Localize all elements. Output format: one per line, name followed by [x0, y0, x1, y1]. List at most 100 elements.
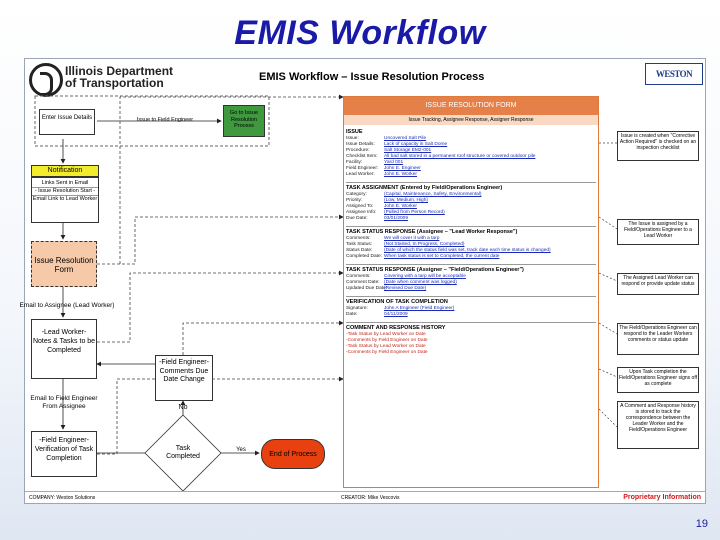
form-row: Task Status:(Not Started, In Progress, C…: [346, 242, 596, 248]
decision-label: Task Completed: [166, 445, 200, 460]
form-row-label: Assigned To:: [346, 204, 374, 209]
goto-issue-node[interactable]: Go to Issue Resolution Process: [223, 105, 265, 137]
form-row-value[interactable]: (Revised Due Date): [384, 286, 427, 291]
form-header: ISSUE RESOLUTION FORM: [344, 97, 598, 115]
form-row-label: Assignee Info:: [346, 210, 377, 215]
form-row-value[interactable]: John E. Engineer: [384, 166, 421, 171]
form-row: Date: 04/11/2009: [346, 312, 596, 318]
form-section: COMMENT AND RESPONSE HISTORY-Task Status…: [346, 322, 596, 356]
form-section: TASK ASSIGNMENT (Entered by Field/Operat…: [346, 182, 596, 222]
notification-line: Links Sent in Email: [41, 180, 89, 186]
notification-body: Links Sent in Email - Issue Resolution S…: [31, 177, 99, 223]
form-row-label: Comments:: [346, 274, 371, 279]
form-row: Checklist Item: All bad salt stored in a …: [346, 154, 596, 160]
form-row-value[interactable]: (Date when comment was logged): [384, 280, 457, 285]
form-row-value[interactable]: 04/11/2009: [384, 312, 408, 317]
form-row-label: Lead Worker:: [346, 172, 375, 177]
form-row: Issue: Uncovered Salt Pile: [346, 136, 596, 142]
form-section-title: TASK STATUS RESPONSE (Assigner – "Field/…: [346, 267, 524, 273]
form-row: -Task Status by Lead Worker on Date: [346, 332, 596, 338]
form-section-title: COMMENT AND RESPONSE HISTORY: [346, 325, 446, 331]
form-row-value[interactable]: -Task Status by Lead Worker on Date: [346, 344, 426, 349]
form-section: TASK STATUS RESPONSE (Assigner – "Field/…: [346, 264, 596, 292]
connector-lines: [34, 94, 618, 492]
note-issue-created: Issue is created when "Corrective Action…: [617, 131, 699, 161]
issue-resolution-form: ISSUE RESOLUTION FORM Issue Tracking, As…: [343, 96, 599, 488]
form-row-label: Checklist Item:: [346, 154, 378, 159]
form-row-value[interactable]: We will cover it with a tarp: [384, 236, 440, 241]
field-comments-node[interactable]: -Field Engineer- Comments Due Date Chang…: [155, 355, 213, 401]
document-title: EMIS Workflow – Issue Resolution Process: [259, 71, 485, 83]
page-number: 19: [695, 518, 708, 530]
form-row-label: Signature:: [346, 306, 368, 311]
email-assignee-label: Email to Assignee (Lead Worker): [19, 302, 115, 309]
form-row-label: Comments:: [346, 236, 371, 241]
form-section-title: VERIFICATION OF TASK COMPLETION: [346, 299, 448, 305]
form-row-label: Facility:: [346, 160, 363, 165]
field-verify-node[interactable]: -Field Engineer- Verification of Task Co…: [31, 431, 97, 477]
form-row: -Task Status by Lead Worker on Date: [346, 344, 596, 350]
form-row-value[interactable]: (Not Started, In Progress, Completed): [384, 242, 465, 247]
form-row-value[interactable]: Yard 001: [384, 160, 404, 165]
form-section-title: TASK ASSIGNMENT (Entered by Field/Operat…: [346, 185, 503, 191]
form-row: Issue Details: Lack of capacity in Salt D…: [346, 142, 596, 148]
form-row-value[interactable]: Covering with a tarp will be acceptable: [384, 274, 466, 279]
form-row: Procedure:Salt Storage EM2-001: [346, 148, 596, 154]
form-row: Comments: Covering with a tarp will be ac…: [346, 274, 596, 280]
form-section-title: ISSUE: [346, 129, 363, 135]
form-row-value[interactable]: -Comments by Field Engineer on Date: [346, 350, 428, 355]
form-row-label: Priority:: [346, 198, 363, 203]
form-row: Category:(Capital, Maintenance, Safety, …: [346, 192, 596, 198]
form-row-label: Status Date:: [346, 248, 373, 253]
form-row: Assignee Info: (Pulled from Person Record…: [346, 210, 596, 216]
form-row-value[interactable]: -Comments by Field Engineer on Date: [346, 338, 428, 343]
form-row-label: Issue Details:: [346, 142, 375, 147]
footer-creator: CREATOR: Mike Vescovis: [341, 495, 400, 501]
form-row: -Comments by Field Engineer on Date: [346, 338, 596, 344]
form-row-label: Comment Date:: [346, 280, 380, 285]
form-row: Lead Worker: John E. Worker: [346, 172, 596, 178]
form-row-label: Due Date:: [346, 216, 368, 221]
sheet-footer: COMPANY: Weston Solutions CREATOR: Mike …: [25, 491, 705, 503]
form-row-value[interactable]: (Pulled from Person Record): [384, 210, 445, 215]
form-row-label: Updated Due Date:: [346, 286, 388, 291]
form-row-value[interactable]: (Low, Medium, High): [384, 198, 428, 203]
slide-title: EMIS Workflow: [234, 14, 486, 52]
form-row-value[interactable]: John E. Worker: [384, 204, 417, 209]
form-row-value[interactable]: Salt Storage EM2-001: [384, 148, 432, 153]
form-row-value[interactable]: (Capital, Maintenance, Safety, Environme…: [384, 192, 482, 197]
form-row-value[interactable]: -Task Status by Lead Worker on Date: [346, 332, 426, 337]
form-row: Comment Date: (Date when comment was logg…: [346, 280, 596, 286]
lead-worker-node[interactable]: -Lead Worker- Notes & Tasks to be Comple…: [31, 319, 97, 379]
form-row: Facility: Yard 001: [346, 160, 596, 166]
form-row: Due Date: 03/01/2009: [346, 216, 596, 222]
form-row-value[interactable]: Uncovered Salt Pile: [384, 136, 427, 141]
form-section-title: TASK STATUS RESPONSE (Assignee – "Lead W…: [346, 229, 518, 235]
yes-label: Yes: [236, 447, 246, 453]
form-row-value[interactable]: When task status is set to Completed, th…: [384, 254, 500, 259]
form-section: TASK STATUS RESPONSE (Assignee – "Lead W…: [346, 226, 596, 260]
no-label: No: [178, 404, 188, 411]
form-row: Comments: We will cover it with a tarp: [346, 236, 596, 242]
note-history: A Comment and Response history is stored…: [617, 401, 699, 449]
form-row-value[interactable]: All bad salt stored in a permanent roof …: [384, 154, 536, 159]
form-row-value[interactable]: (Date of which the status field was set,…: [384, 248, 551, 253]
note-engineer-response: The Field/Operations Engineer can respon…: [617, 323, 699, 355]
form-row-value[interactable]: John A Engineer (Field Engineer): [384, 306, 455, 311]
note-lead-response: The Assigned Lead Worker can respond or …: [617, 273, 699, 295]
form-row-label: Issue:: [346, 136, 359, 141]
notification-line: Email Link to Lead Worker: [32, 195, 98, 202]
form-row-value[interactable]: Lack of capacity in Salt Dome: [384, 142, 448, 147]
enter-issue-node: Enter Issue Details: [39, 109, 95, 135]
form-row-label: Date:: [346, 312, 358, 317]
issue-form-node[interactable]: Issue Resolution Form: [31, 241, 97, 287]
notification-title: Notification: [31, 165, 99, 177]
form-row: Updated Due Date:(Revised Due Date): [346, 286, 596, 292]
form-row: Completed Date:When task status is set t…: [346, 254, 596, 260]
form-row-value[interactable]: 03/01/2009: [384, 216, 409, 221]
email-field-label: Email to Field Engineer From Assignee: [30, 395, 98, 410]
form-row-value[interactable]: John E. Worker: [384, 172, 417, 177]
